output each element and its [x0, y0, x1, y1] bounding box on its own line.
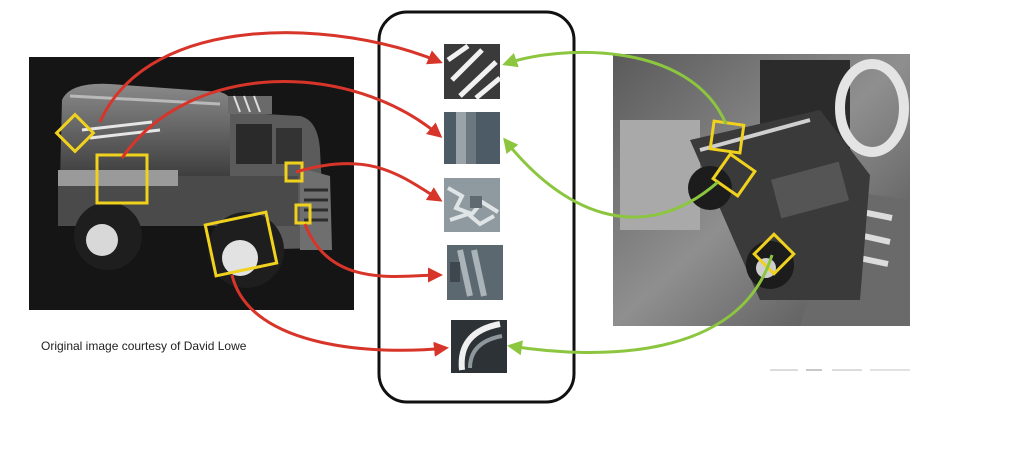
- grille-bars: [304, 188, 328, 222]
- green-arrow-2: [503, 137, 719, 219]
- scene-truck-stripe: [699, 118, 811, 152]
- red-arrow-3: [295, 162, 443, 202]
- green-arrow-3: [507, 254, 774, 356]
- image-caption: Original image courtesy of David Lowe: [41, 339, 247, 353]
- fuel-tank: [58, 170, 178, 186]
- red-arrow-4: [303, 223, 443, 283]
- red-arrow-5: [230, 274, 449, 357]
- cab-side-window: [276, 128, 302, 164]
- left-match-arrows: [98, 31, 449, 357]
- feature-box-left-3: [284, 161, 304, 183]
- side-decal: [81, 120, 161, 140]
- patch-4: [447, 245, 503, 300]
- scene-mug: [835, 59, 909, 157]
- left-image: [29, 57, 354, 310]
- feature-box-right-2: [711, 152, 757, 198]
- feature-box-right-3: [752, 232, 796, 276]
- patch-2: [444, 112, 500, 164]
- red-arrow-2: [120, 80, 443, 159]
- feature-box-right-1: [708, 119, 746, 155]
- scene-box: [620, 120, 700, 230]
- rear-hub: [86, 224, 118, 256]
- feature-box-left-1: [54, 112, 96, 154]
- right-image: [613, 54, 910, 326]
- roof-light-stripes: [233, 95, 261, 113]
- cab-window: [236, 124, 272, 164]
- center-patch-panel: [377, 10, 576, 404]
- feature-box-left-2: [95, 153, 149, 205]
- green-arrow-1: [502, 50, 728, 125]
- feature-box-left-5: [203, 210, 279, 278]
- feature-box-left-4: [294, 203, 312, 225]
- patch-5: [451, 320, 507, 373]
- tank-highlight: [69, 94, 221, 106]
- patch-3: [444, 178, 500, 232]
- scan-artifacts: [770, 369, 910, 371]
- red-arrow-1: [98, 31, 443, 123]
- scene-truck-cab: [771, 161, 849, 219]
- front-hub: [222, 240, 258, 276]
- right-match-arrows: [502, 50, 774, 356]
- patch-1: [444, 43, 502, 100]
